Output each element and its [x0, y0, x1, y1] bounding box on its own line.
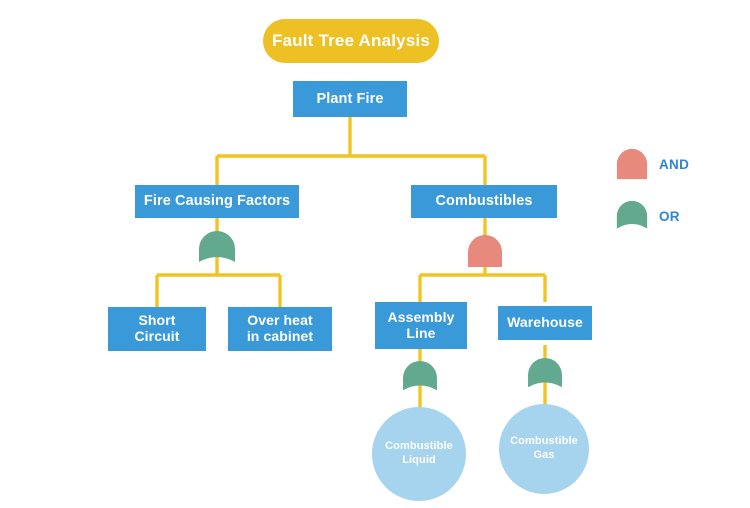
node-combustible-gas-line1: Combustible: [510, 435, 578, 448]
node-over-heat-line1: Over heat: [247, 312, 313, 329]
legend-label-or: OR: [659, 208, 680, 224]
node-combustible-gas-line2: Gas: [533, 449, 555, 461]
node-fire-causing-factors[interactable]: Fire Causing Factors: [135, 185, 299, 218]
or-gate-icon: [616, 200, 648, 229]
or-gate-icon-assembly-line: [403, 361, 437, 391]
node-over-heat-text: Over heat in cabinet: [247, 313, 313, 344]
node-warehouse[interactable]: Warehouse: [498, 306, 592, 340]
node-assembly-line-line2: Line: [406, 324, 436, 341]
legend-label-and: AND: [659, 156, 690, 172]
node-short-circuit[interactable]: Short Circuit: [108, 307, 206, 351]
node-assembly-line[interactable]: Assembly Line: [375, 302, 467, 349]
node-short-circuit-line1: Short: [138, 312, 176, 329]
node-short-circuit-line2: Circuit: [134, 328, 180, 344]
node-combustibles[interactable]: Combustibles: [411, 185, 557, 218]
node-combustible-liquid-line2: Liquid: [402, 454, 436, 466]
legend-item-and: AND: [616, 146, 689, 182]
and-gate-icon: [616, 148, 648, 180]
node-assembly-line-text: Assembly Line: [387, 308, 455, 341]
node-combustible-gas-text: Combustible Gas: [510, 435, 578, 463]
node-combustible-gas[interactable]: Combustible Gas: [499, 404, 589, 494]
node-combustible-liquid-text: Combustible Liquid: [385, 440, 453, 468]
node-plant-fire[interactable]: Plant Fire: [293, 81, 407, 117]
node-over-heat-in-cabinet[interactable]: Over heat in cabinet: [228, 307, 332, 351]
node-combustible-liquid-line1: Combustible: [385, 440, 453, 453]
node-assembly-line-line1: Assembly: [387, 308, 455, 325]
node-over-heat-line2: in cabinet: [246, 328, 314, 344]
node-combustible-liquid[interactable]: Combustible Liquid: [372, 407, 466, 501]
and-gate-icon-combustibles: [468, 235, 502, 267]
or-gate-icon-warehouse: [528, 358, 562, 388]
legend-item-or: OR: [616, 198, 680, 234]
node-short-circuit-text: Short Circuit: [134, 313, 179, 344]
or-gate-icon-fire-causing-factors: [199, 231, 235, 262]
diagram-title: Fault Tree Analysis: [263, 19, 439, 63]
